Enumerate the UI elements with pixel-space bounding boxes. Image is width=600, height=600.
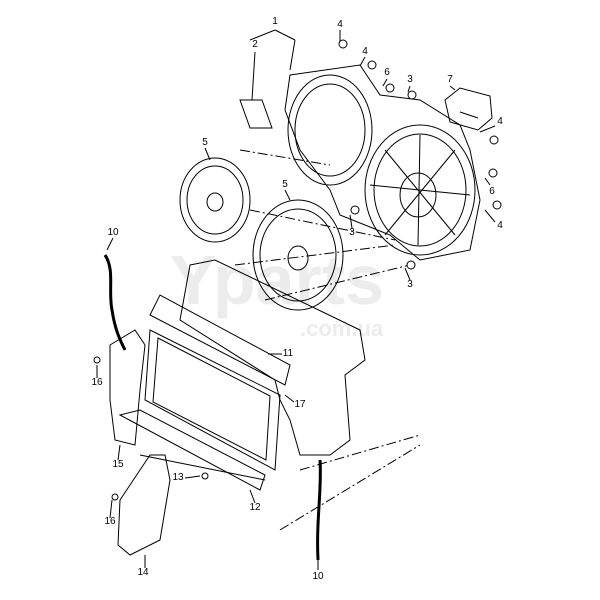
hose-upper <box>103 254 127 351</box>
radiator <box>118 294 291 491</box>
air-duct-lower <box>117 454 171 556</box>
fan-large <box>252 199 344 311</box>
control-unit <box>444 87 493 131</box>
callout-3: 3 <box>407 279 413 290</box>
fan-shroud <box>284 64 481 261</box>
callout-7: 7 <box>447 74 453 85</box>
callout-16: 16 <box>91 377 103 388</box>
callout-4: 4 <box>362 46 368 57</box>
callout-4: 4 <box>497 116 503 127</box>
callout-17: 17 <box>294 399 306 410</box>
seal-strip <box>239 99 273 129</box>
callout-6: 6 <box>384 67 390 78</box>
callout-14: 14 <box>137 567 149 578</box>
callout-6: 6 <box>489 186 495 197</box>
callout-13: 13 <box>172 472 184 483</box>
callout-10: 10 <box>312 571 324 582</box>
callout-12: 12 <box>249 502 261 513</box>
callout-4: 4 <box>337 19 343 30</box>
callout-3: 3 <box>407 74 413 85</box>
callout-3: 3 <box>349 227 355 238</box>
callout-15: 15 <box>112 459 124 470</box>
fan-small <box>179 157 251 243</box>
callout-16: 16 <box>104 516 116 527</box>
callout-1: 1 <box>272 16 278 27</box>
callout-5: 5 <box>282 179 288 190</box>
air-duct-upper <box>109 329 146 446</box>
watermark-domain: .com.ua <box>300 316 384 341</box>
callout-10: 10 <box>107 227 119 238</box>
bolts <box>93 39 502 501</box>
callout-2: 2 <box>252 39 258 50</box>
hose-lower <box>316 459 322 561</box>
callout-5: 5 <box>202 137 208 148</box>
callout-4: 4 <box>497 220 503 231</box>
callout-11: 11 <box>282 348 294 359</box>
